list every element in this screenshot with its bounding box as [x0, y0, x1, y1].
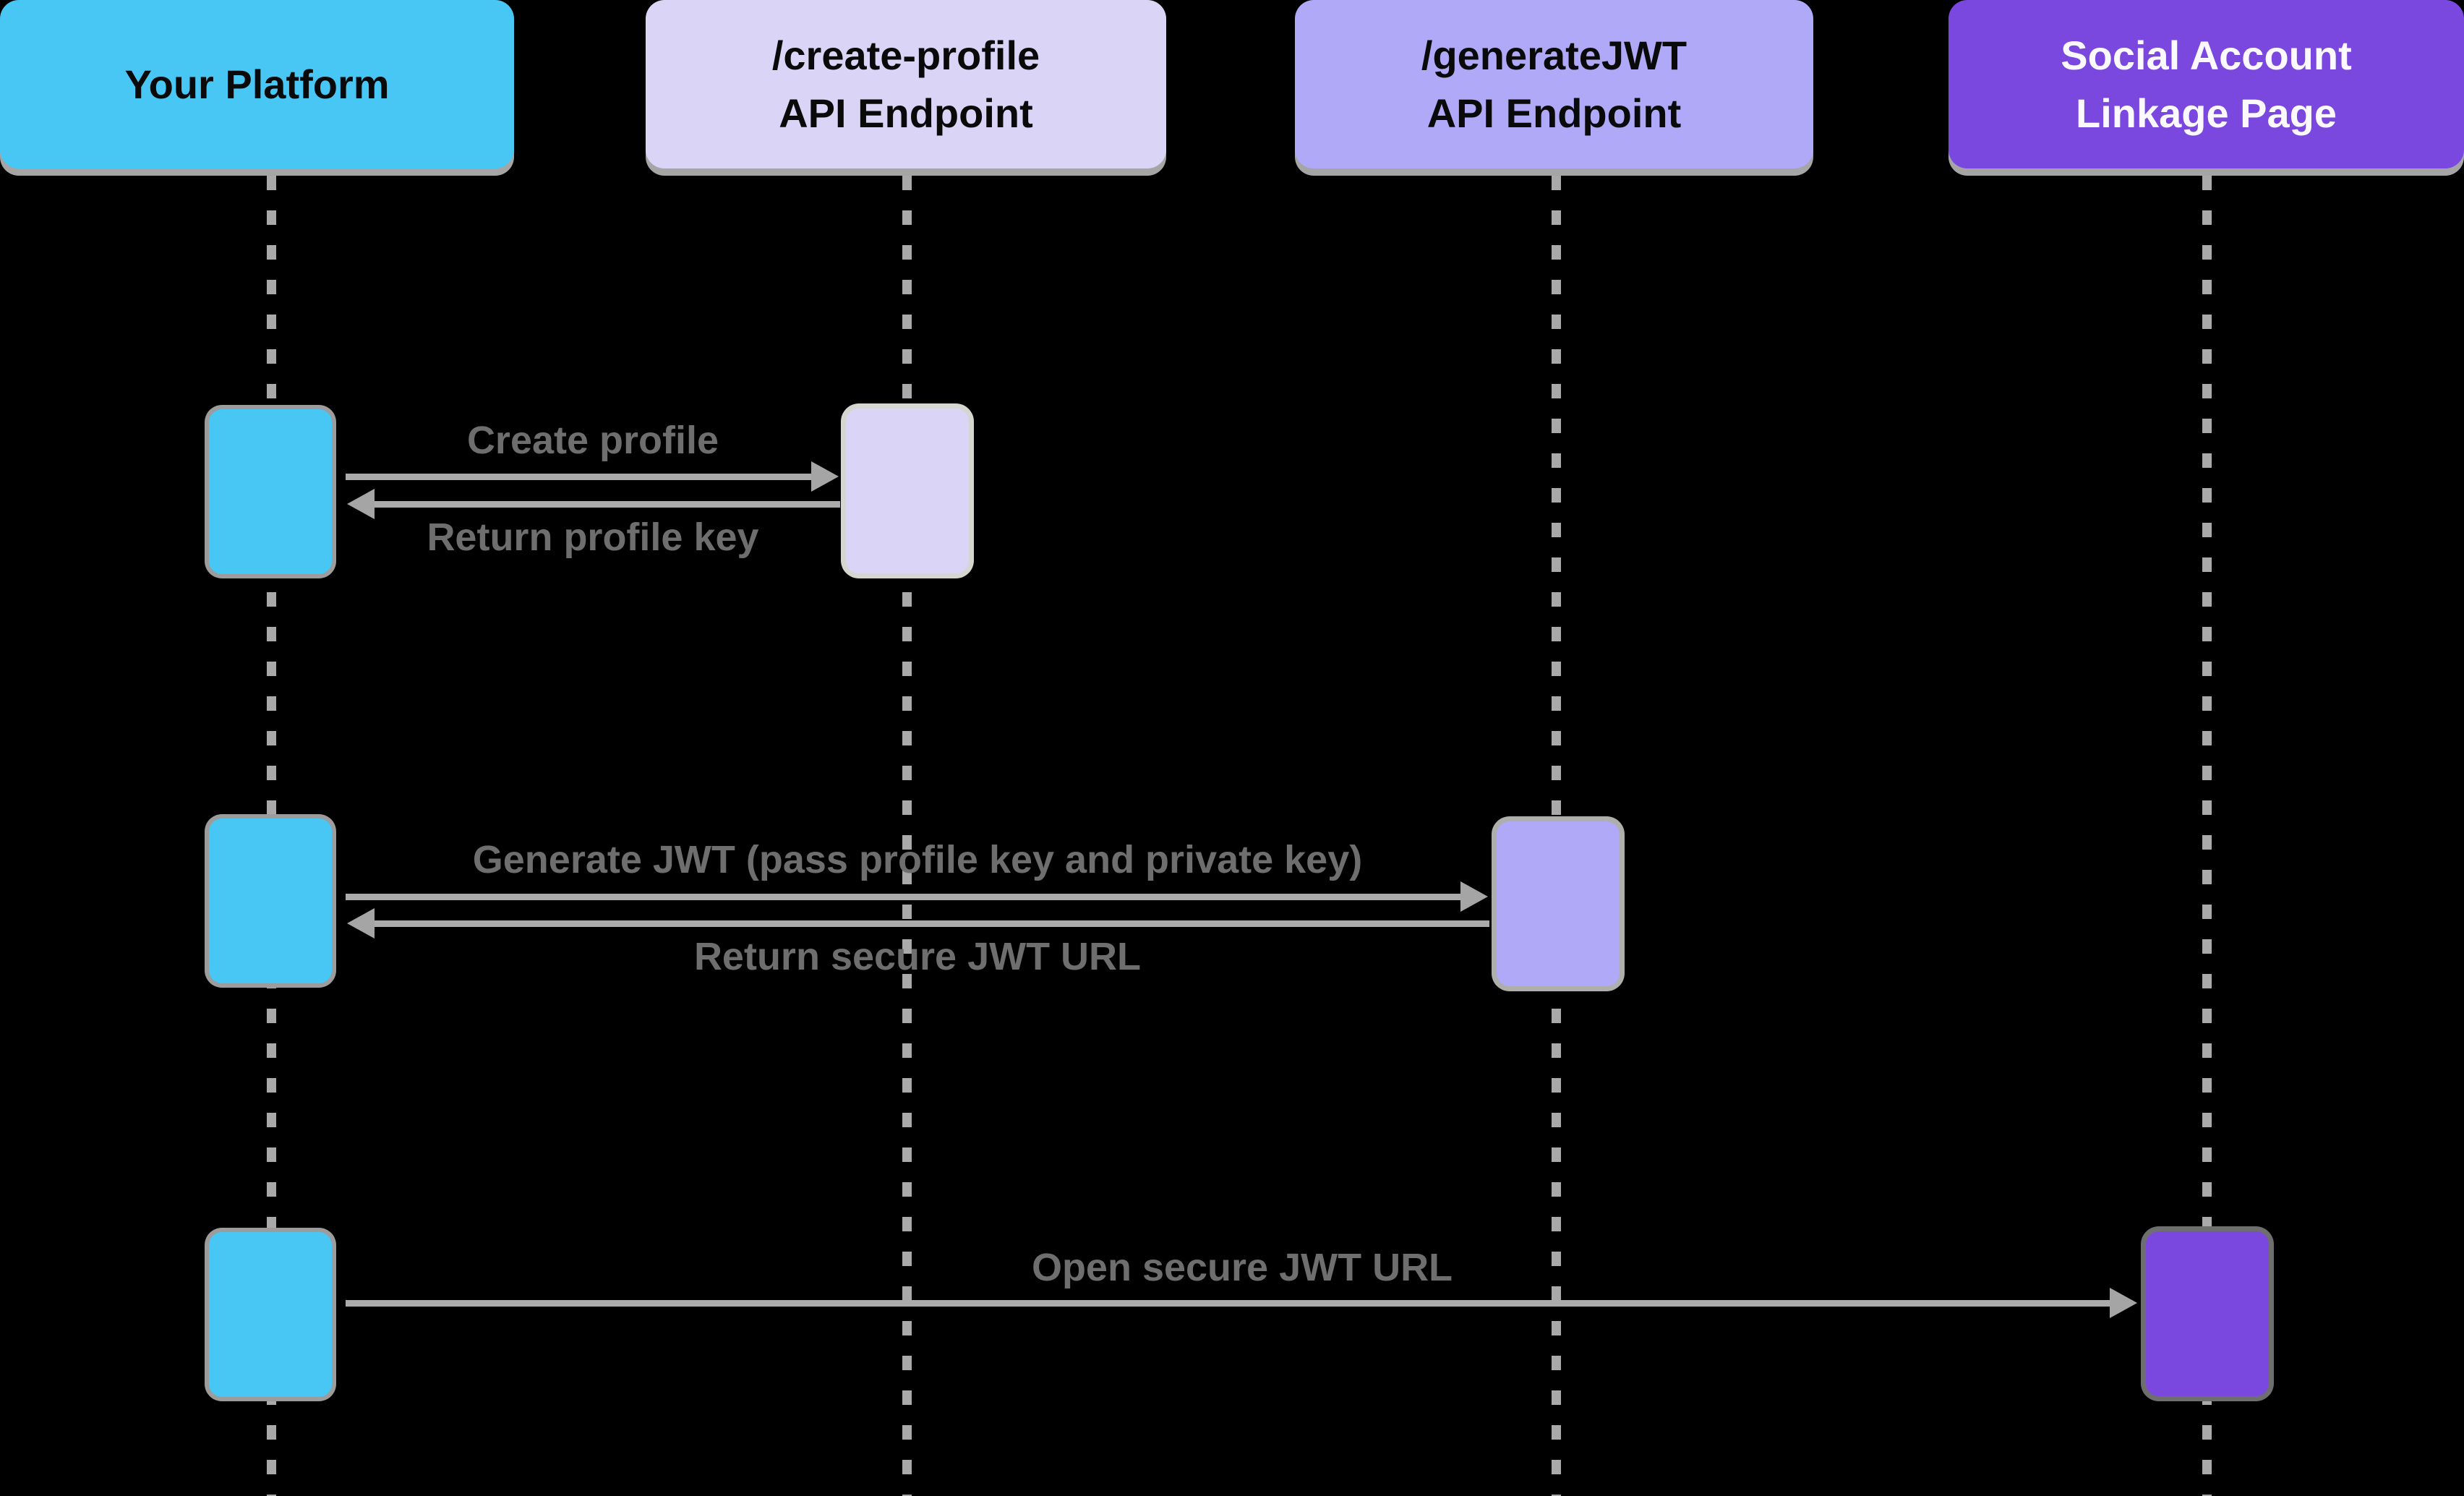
message-arrow-create-profile — [346, 474, 813, 480]
message-label-return-secure-jwt-url: Return secure JWT URL — [693, 935, 1142, 978]
actor-label-line1: Social Account — [2061, 32, 2352, 78]
lifeline-social-linkage-page — [2202, 176, 2212, 1496]
arrowhead-left-icon — [347, 908, 375, 939]
arrowhead-right-icon — [2110, 1288, 2137, 1318]
activation-your-platform-1 — [209, 409, 332, 574]
message-label-generate-jwt: Generate JWT (pass profile key and priva… — [472, 838, 1363, 881]
message-label-open-secure-jwt-url: Open secure JWT URL — [1031, 1246, 1453, 1289]
activation-social-linkage-page — [2146, 1231, 2269, 1396]
actor-label: Your Platform — [124, 61, 390, 107]
activation-your-platform-2 — [209, 818, 332, 983]
lifeline-create-profile-endpoint — [902, 176, 912, 1496]
message-label-return-profile-key: Return profile key — [427, 516, 759, 559]
actor-box-social-linkage-page: Social Account Linkage Page — [1948, 0, 2464, 168]
actor-box-your-platform: Your Platform — [0, 0, 514, 168]
arrowhead-right-icon — [811, 461, 839, 492]
actor-label-line1: /create-profile — [771, 32, 1040, 78]
activation-generate-jwt-endpoint — [1497, 821, 1620, 986]
message-arrow-return-secure-jwt-url — [375, 920, 1489, 927]
message-arrow-open-secure-jwt-url — [346, 1300, 2111, 1307]
activation-your-platform-3 — [209, 1232, 332, 1397]
actor-box-generate-jwt-endpoint: /generateJWT API Endpoint — [1295, 0, 1813, 168]
message-label-create-profile: Create profile — [466, 419, 719, 462]
actor-label-line2: API Endpoint — [1426, 90, 1682, 136]
actor-label-line2: Linkage Page — [2075, 90, 2337, 136]
arrowhead-left-icon — [347, 489, 375, 519]
arrowhead-right-icon — [1460, 881, 1488, 912]
actor-label-line1: /generateJWT — [1421, 32, 1687, 78]
message-arrow-generate-jwt — [346, 894, 1462, 900]
activation-create-profile-endpoint — [846, 409, 969, 573]
actor-box-create-profile-endpoint: /create-profile API Endpoint — [646, 0, 1166, 168]
actor-label-line2: API Endpoint — [779, 90, 1033, 136]
message-arrow-return-profile-key — [375, 501, 840, 508]
